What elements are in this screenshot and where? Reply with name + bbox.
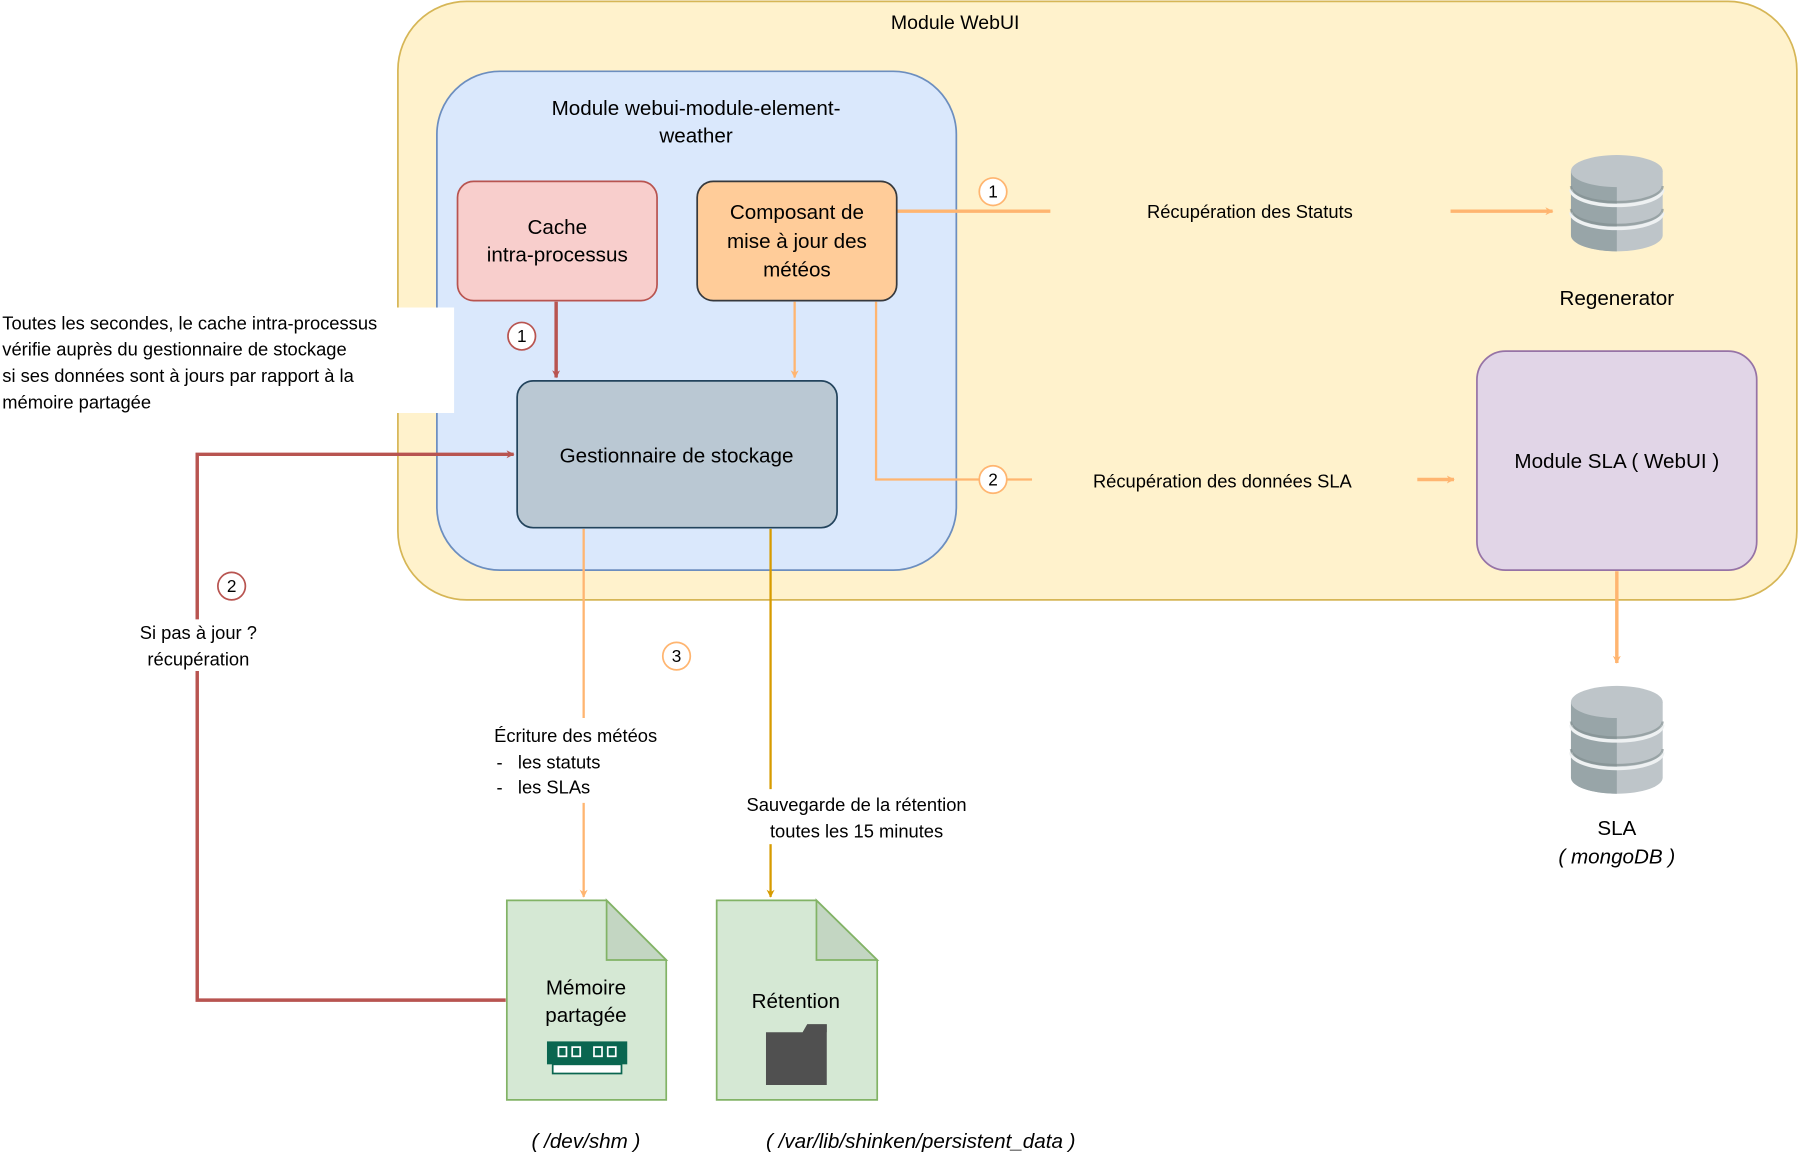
statuts-edge-label: Récupération des Statuts (1147, 201, 1353, 222)
badge-refresh-number: 2 (227, 576, 237, 596)
weather-module-label-line1: Module webui-module-element- (552, 97, 841, 120)
note-line1: Toutes les secondes, le cache intra-proc… (2, 312, 377, 333)
badge-write: 3 (661, 641, 692, 671)
weather-module-label-line2: weather (658, 124, 733, 147)
cache-node[interactable]: Cache intra-processus (456, 180, 658, 302)
database-icon (1569, 685, 1665, 794)
shared-memory-label-line2: partagée (545, 1004, 626, 1027)
badge-statuts: 1 (978, 177, 1008, 207)
retention-label-line1: Sauvegarde de la rétention (747, 794, 967, 815)
updater-label-line3: météos (763, 259, 831, 282)
note-line2: vérifie auprès du gestionnaire de stocka… (2, 339, 346, 360)
regenerator-label: Regenerator (1559, 287, 1674, 310)
edge-shm-refresh-lower (195, 671, 506, 1002)
sla-module-label: Module SLA ( WebUI ) (1514, 450, 1719, 473)
cache-label-line2: intra-processus (487, 244, 628, 267)
sla-edge-label: Récupération des données SLA (1093, 471, 1353, 492)
weather-updater-node[interactable]: Composant de mise à jour des météos (696, 180, 898, 302)
badge-sla: 2 (978, 464, 1008, 495)
refresh-label-line2: récupération (147, 648, 249, 669)
retention-edge-label: Sauvegarde de la rétention toutes les 15… (747, 794, 967, 841)
database-icon (1569, 155, 1665, 252)
note-line4: mémoire partagée (2, 391, 151, 412)
cache-label-line1: Cache (527, 216, 587, 239)
refresh-edge-label: Si pas à jour ? récupération (140, 622, 257, 669)
updater-label-line2: mise à jour des (727, 230, 867, 253)
retention-node[interactable]: Rétention ( /var/lib/shinken/persistent_… (715, 898, 1076, 1153)
write-label-line3: - les SLAs (497, 777, 591, 798)
sla-module-node[interactable]: Module SLA ( WebUI ) (1476, 350, 1758, 571)
retention-label-line2: toutes les 15 minutes (770, 820, 943, 841)
sla-database-label: SLA (1597, 817, 1636, 840)
ram-icon (546, 1041, 628, 1075)
badge-statuts-number: 1 (988, 181, 998, 201)
badge-cache-check: 1 (507, 321, 537, 351)
webui-container-label: Module WebUI (891, 12, 1020, 34)
edge-shm-refresh-upper (195, 450, 515, 620)
write-edge-label: Écriture des météos - les statuts - les … (494, 725, 657, 798)
shared-memory-node[interactable]: Mémoire partagée ( /dev/shm ) (505, 898, 669, 1153)
shared-memory-label-line1: Mémoire (546, 976, 626, 999)
badge-cache-check-number: 1 (517, 326, 527, 346)
retention-label: Rétention (752, 990, 840, 1013)
shared-memory-path: ( /dev/shm ) (532, 1130, 641, 1153)
badge-sla-number: 2 (988, 469, 998, 489)
sla-database-sublabel: ( mongoDB ) (1558, 846, 1675, 869)
updater-label-line1: Composant de (730, 201, 864, 224)
storage-manager-node[interactable]: Gestionnaire de stockage (516, 380, 838, 529)
folder-icon (765, 1024, 827, 1085)
note-line3: si ses données sont à jours par rapport … (2, 365, 354, 386)
refresh-label-line1: Si pas à jour ? (140, 622, 257, 643)
badge-write-number: 3 (672, 646, 682, 666)
retention-path: ( /var/lib/shinken/persistent_data ) (766, 1130, 1076, 1153)
regenerator-node[interactable]: Regenerator (1559, 155, 1674, 310)
cache-check-note: Toutes les secondes, le cache intra-proc… (0, 307, 455, 414)
sla-database-node[interactable]: SLA ( mongoDB ) (1558, 685, 1675, 869)
write-label-line1: Écriture des météos (494, 725, 657, 746)
storage-manager-label: Gestionnaire de stockage (560, 444, 794, 467)
write-label-line2: - les statuts (497, 751, 601, 772)
badge-refresh: 2 (217, 571, 247, 601)
